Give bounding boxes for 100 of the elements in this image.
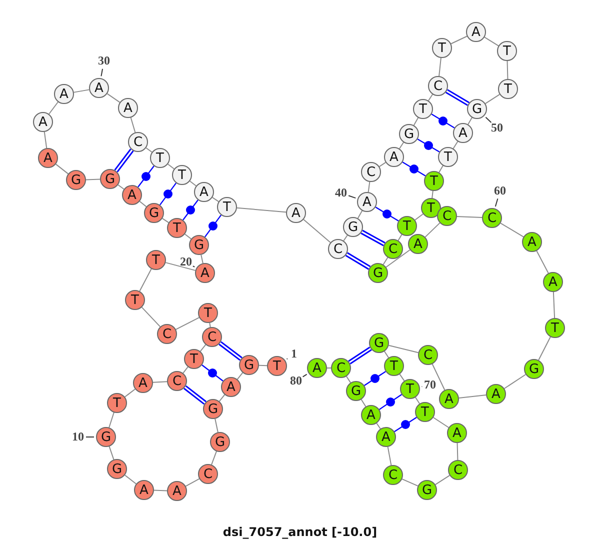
nucleotide-letter: G [194,238,204,252]
nucleotide-letter: C [487,212,497,224]
base-pair-line [182,200,198,220]
backbone-line [211,450,217,466]
base-pair-line [218,341,242,361]
backbone-line [402,478,418,486]
backbone-line [106,93,120,103]
backbone-line [152,381,168,383]
backbone-line [124,474,137,484]
nucleotide-circle [167,218,187,238]
nucleotide-letter: T [390,360,398,372]
base-pair-line [138,166,154,188]
nucleotide-circle [448,460,468,480]
backbone-line [538,336,551,361]
nucleotide-letter: T [178,168,186,182]
nucleotide-letter: C [388,242,398,256]
nucleotide-letter: T [131,294,139,306]
nucleotide-letter: A [172,484,182,498]
backbone-line [189,180,197,186]
nucleotide-circle [486,384,506,404]
nucleotide-letter: T [438,42,446,54]
backbone-line [175,317,200,330]
nucleotide-letter: G [374,336,384,350]
backbone-line [432,416,450,428]
backbone-line [108,412,114,428]
nucleotide-circle [482,208,502,228]
nucleotide-letter: G [70,174,82,186]
backbone-line [118,184,124,190]
backbone-line [236,372,244,380]
backbone-line [456,442,458,460]
nucleotide-circle [125,290,145,310]
nucleotide-circle [100,169,120,189]
nucleotide-letter: A [312,362,322,374]
nucleotide-letter: T [551,322,559,334]
backbone-line [536,250,549,274]
base-pair-line [360,230,386,246]
backbone-line [424,222,440,238]
nucleotide-circle [128,132,148,152]
backbone-line [384,350,390,358]
nucleotide-letter: A [362,196,372,208]
backbone-line [450,36,468,44]
backbone-line [73,89,90,93]
nucleotide-circle [167,371,187,391]
nucleotide-letter: A [140,484,148,496]
nucleotide-letter: G [214,436,226,448]
backbone-line [398,142,404,150]
nucleotide-circle [447,423,467,443]
nucleotide-letter: G [148,206,160,220]
nucleotide-letter: T [427,202,435,214]
backbone-line [162,218,170,224]
nucleotide-letter: A [458,126,468,140]
nucleotide-circle [498,79,518,99]
nucleotide-letter: G [348,220,358,234]
nucleotide-letter: T [223,200,231,214]
nucleotide-circle [122,185,142,205]
nucleotide-letter: G [372,266,384,280]
nucleotide-circle [328,239,348,259]
backbone-line [346,376,352,384]
nucleotide-circle [522,232,542,252]
nucleotide-letter: G [208,402,218,416]
backbone-line [48,102,58,114]
nucleotide-circle [157,324,177,344]
nucleotide-circle [194,182,214,202]
backbone-line [500,222,524,238]
backbone-line [86,178,100,180]
nucleotide-letter: A [452,426,462,440]
nucleotide-circle [202,327,222,347]
position-number: 30 [98,54,110,68]
base-pair-line [375,206,399,222]
backbone-line [468,117,472,125]
backbone-line [214,418,218,433]
nucleotide-circle [399,124,419,144]
nucleotide-circle [397,216,417,236]
nucleotide-circle [198,464,218,484]
nucleotide-letter: A [200,266,210,280]
backbone-line [185,478,200,487]
base-pair-line [114,148,134,172]
nucleotide-circle [144,203,164,223]
backbone-line [357,210,363,219]
base-pair-line [202,364,224,382]
nucleotide-circle [221,377,241,397]
nucleotide-circle [453,123,473,143]
backbone-line [258,364,268,366]
nucleotide-circle [368,263,388,283]
nucleotide-circle [343,217,363,237]
nucleotide-circle [331,358,351,378]
nucleotide-circle [543,272,563,292]
nucleotide-letter: A [124,102,132,114]
backbone-line [182,366,188,374]
backbone-line [438,57,442,77]
nucleotide-letter: A [60,88,68,100]
nucleotide-circle [432,38,452,58]
nucleotide-letter: A [128,188,136,202]
nucleotide-letter: C [336,362,346,374]
base-pair-line [394,416,417,432]
base-pair-line [345,252,371,270]
position-number: 80 [290,374,302,388]
backbone-line [504,374,526,389]
nucleotide-letter: A [44,152,52,164]
nucleotide-circle [134,480,154,500]
